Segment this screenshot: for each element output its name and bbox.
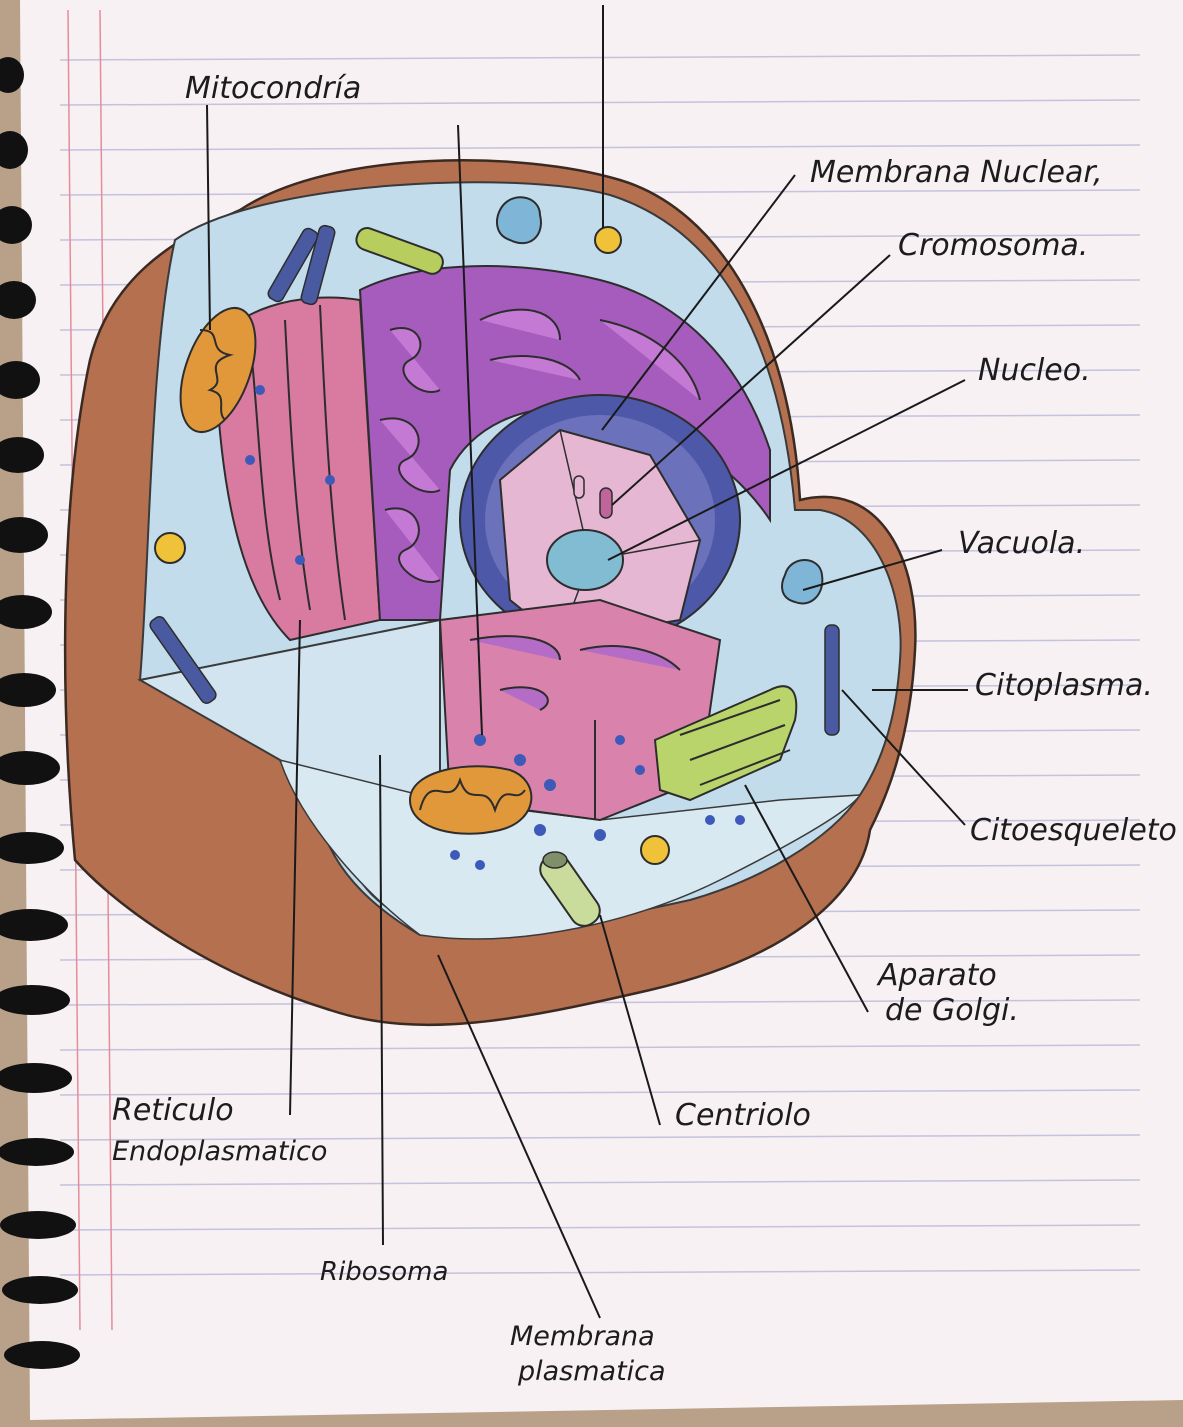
mitochondrion-lower [410,766,531,834]
label-membrana-plasmatica-line2: plasmatica [517,1356,666,1387]
label-mitocondria: Mitocondría [185,71,361,106]
chromosome [600,488,612,518]
label-membrana-plasmatica-line1: Membrana [510,1321,655,1352]
chromosome-2 [574,476,584,498]
yellow-vesicle-top [595,227,621,253]
label-nucleo: Nucleo. [978,353,1091,388]
label-aparato-line1: Aparato [876,958,997,993]
vacuole-top [497,197,541,243]
label-reticulo-line2: Endoplasmatico [112,1136,327,1167]
label-ribosoma: Ribosoma [320,1257,448,1287]
label-citoesqueleto: Citoesqueleto [970,813,1177,848]
yellow-vesicle-bottom [641,836,669,864]
label-membrana-nuclear: Membrana Nuclear, [810,155,1103,190]
nucleolus [547,530,623,590]
label-reticulo-line1: Reticulo [112,1093,234,1128]
label-citoplasma: Citoplasma. [975,668,1153,703]
label-cromosoma: Cromosoma. [898,228,1088,263]
label-vacuola: Vacuola. [958,526,1085,561]
label-aparato-line2: de Golgi. [885,993,1019,1028]
yellow-vesicle-left [155,533,185,563]
label-centriolo: Centriolo [675,1098,811,1133]
